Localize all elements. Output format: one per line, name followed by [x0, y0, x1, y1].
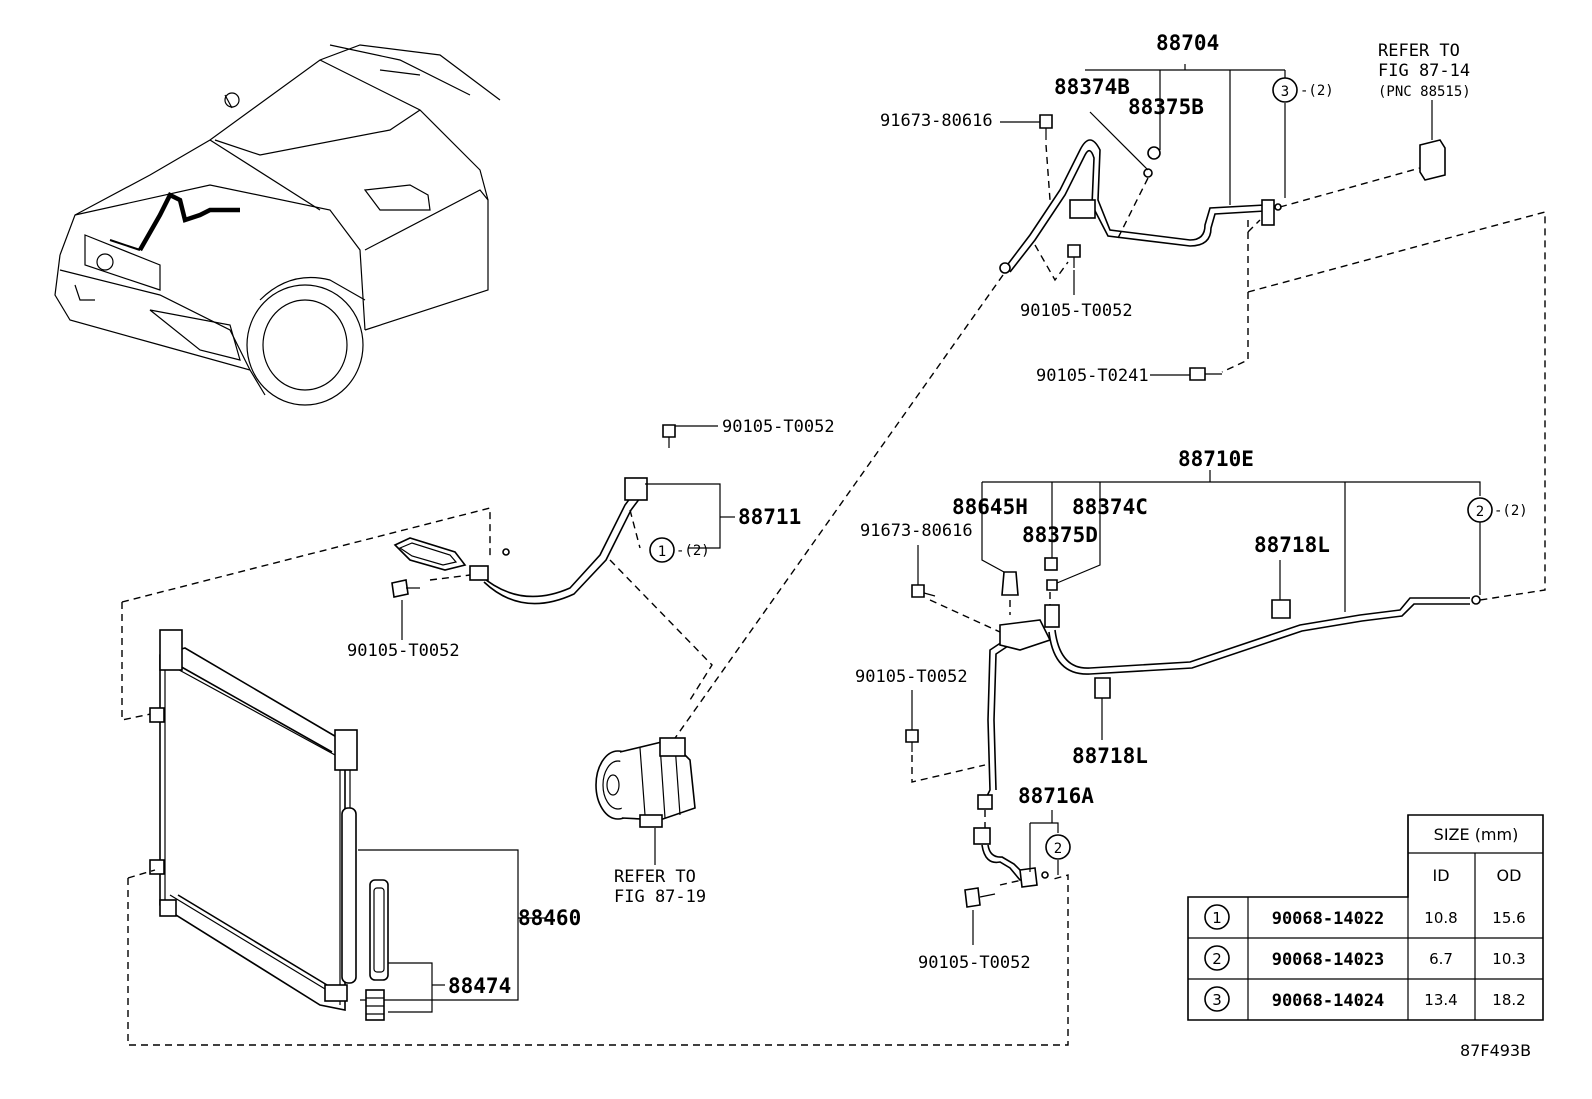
label-88718l-top: 88718L — [1254, 533, 1330, 557]
size-table-row-id: 13.4 — [1424, 991, 1457, 1009]
label-refer-bot-2: FIG 87-19 — [614, 887, 706, 907]
label-88645h: 88645H — [952, 495, 1028, 519]
label-refer-top-1: REFER TO — [1378, 41, 1460, 61]
label-88375b: 88375B — [1128, 95, 1204, 119]
label-90105-t0052-mid: 90105-T0052 — [722, 417, 835, 437]
label-90105-t0052-right: 90105-T0052 — [855, 667, 968, 687]
figure-id: 87F493B — [1460, 1041, 1531, 1060]
size-table-row-part: 90068-14024 — [1272, 991, 1385, 1011]
label-88460: 88460 — [518, 906, 581, 930]
size-table-header: SIZE (mm) — [1434, 825, 1519, 844]
size-table-row-part: 90068-14023 — [1272, 950, 1385, 970]
size-table-row: 1 90068-14022 10.8 15.6 — [1204, 904, 1526, 930]
label-88704: 88704 — [1156, 31, 1219, 55]
pipe-assembly-88710e — [905, 470, 1481, 810]
size-table-row-mark: 1 — [1212, 909, 1222, 927]
size-table-row-mark: 3 — [1212, 991, 1222, 1009]
drier-88474 — [365, 879, 445, 1021]
circle-marker-2-right-text: 2 — [1476, 504, 1484, 520]
label-91673-80616-right: 91673-80616 — [860, 521, 973, 541]
size-table-row: 3 90068-14024 13.4 18.2 — [1204, 986, 1526, 1012]
label-88718l-bottom: 88718L — [1072, 744, 1148, 768]
hose-88711 — [121, 424, 735, 721]
circle-marker-2-mid-text: 2 — [1054, 841, 1062, 857]
label-88716a: 88716A — [1018, 784, 1094, 808]
label-circle-3-qty: -(2) — [1300, 83, 1334, 99]
label-refer-bot-1: REFER TO — [614, 867, 696, 887]
condenser-88460 — [127, 629, 1069, 1046]
label-90105-t0052-bottom: 90105-T0052 — [918, 953, 1031, 973]
size-table-col-id: ID — [1432, 866, 1449, 885]
size-table: SIZE (mm) ID OD 1 90068-14022 10.8 15.6 … — [1187, 814, 1544, 1021]
size-table-row-mark: 2 — [1212, 950, 1222, 968]
compressor — [595, 737, 696, 865]
label-88374b: 88374B — [1054, 75, 1130, 99]
circle-marker-1-text: 1 — [658, 544, 666, 560]
label-circle-2-qty: -(2) — [1494, 503, 1528, 519]
size-table-row-id: 10.8 — [1424, 909, 1457, 927]
label-88711: 88711 — [738, 505, 801, 529]
label-90105-t0052-top: 90105-T0052 — [1020, 301, 1133, 321]
label-91673-80616-top: 91673-80616 — [880, 111, 993, 131]
label-88375d: 88375D — [1022, 523, 1098, 547]
circle-marker-3-top: 3 — [1272, 77, 1298, 103]
size-table-row-od: 10.3 — [1492, 950, 1525, 968]
pipe-assembly-88704 — [999, 64, 1546, 601]
label-90105-t0052-left: 90105-T0052 — [347, 641, 460, 661]
size-table-row-id: 6.7 — [1429, 950, 1453, 968]
label-88374c: 88374C — [1072, 495, 1148, 519]
label-90105-t0241: 90105-T0241 — [1036, 366, 1149, 386]
pipe-88716a — [964, 810, 1059, 945]
circle-marker-2-mid: 2 — [1045, 834, 1071, 860]
size-table-col-od: OD — [1497, 866, 1522, 885]
label-88710e: 88710E — [1178, 447, 1254, 471]
vehicle-illustration — [54, 44, 501, 406]
circle-marker-2-right: 2 — [1467, 497, 1493, 523]
circle-marker-1: 1 — [649, 537, 675, 563]
routing-line-compressor — [667, 274, 1004, 749]
label-circle-1-qty: -(2) — [676, 543, 710, 559]
size-table-row-od: 18.2 — [1492, 991, 1525, 1009]
size-table-row: 2 90068-14023 6.7 10.3 — [1204, 945, 1526, 971]
label-88474: 88474 — [448, 974, 511, 998]
label-refer-top-3: (PNC 88515) — [1378, 84, 1471, 100]
size-table-row-part: 90068-14022 — [1272, 909, 1385, 929]
circle-marker-3-top-text: 3 — [1281, 84, 1289, 100]
label-refer-top-2: FIG 87-14 — [1378, 61, 1470, 81]
size-table-row-od: 15.6 — [1492, 909, 1525, 927]
